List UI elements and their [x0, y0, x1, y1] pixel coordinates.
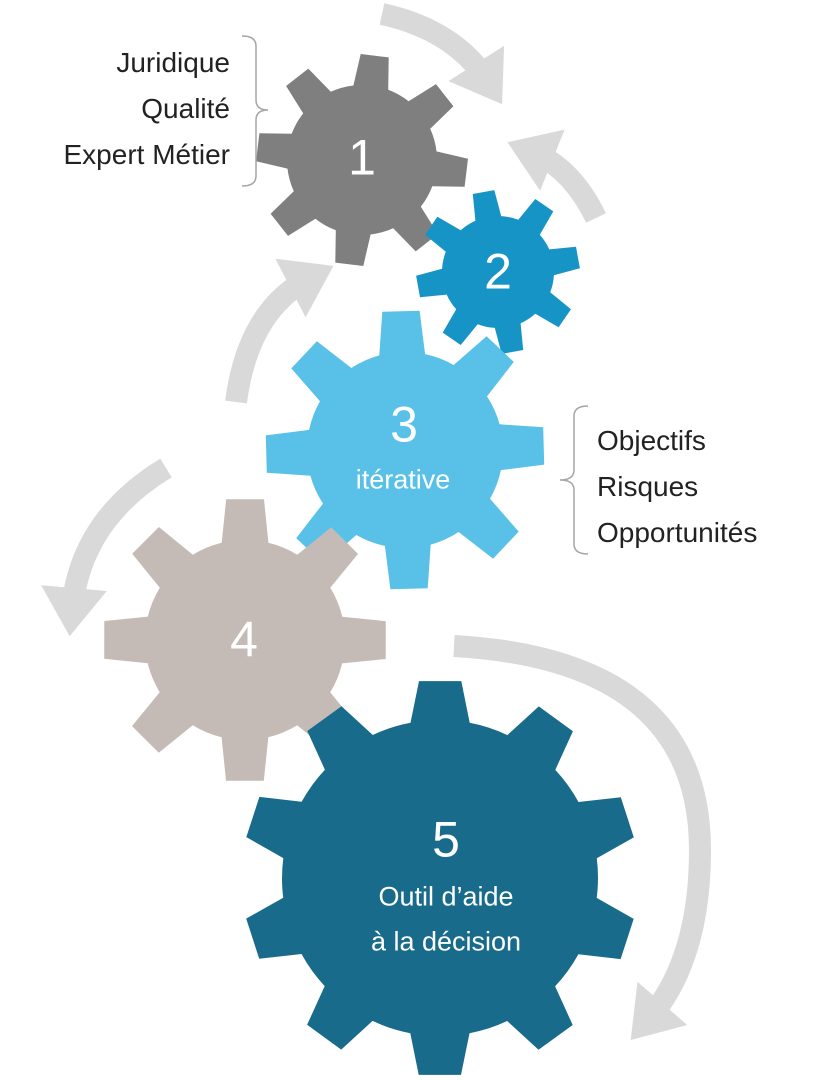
gear-5-number: 5: [432, 811, 460, 868]
list-item-opportunites: Opportunités: [597, 517, 758, 548]
arrow-4-loop: [41, 458, 172, 637]
right-list: Objectifs Risques Opportunités: [597, 418, 757, 556]
arrow-2-to-1: [507, 129, 606, 223]
left-bracket: [241, 35, 269, 187]
left-list: Juridique Qualité Expert Métier: [64, 40, 231, 178]
gear-2-number: 2: [484, 243, 512, 300]
list-item-risques: Risques: [597, 471, 699, 502]
list-item-objectifs: Objectifs: [597, 425, 706, 456]
arrow-5-loop: [453, 635, 712, 1040]
gear-5-icon: [246, 681, 634, 1075]
arrow-1-to-2: [379, 3, 505, 105]
gear-1-number: 1: [348, 129, 376, 186]
gear-3-caption: itérative: [355, 464, 451, 495]
gear-4-icon: [104, 499, 386, 781]
list-item-expert-metier: Expert Métier: [63, 139, 231, 170]
list-item-juridique: Juridique: [116, 47, 230, 78]
gear-1-icon: [256, 54, 468, 266]
arrow-3-to-2: [225, 258, 334, 404]
gear-5-caption-line1: Outil d’aide: [378, 881, 514, 912]
gear-5-caption-line2: à la décision: [370, 926, 522, 957]
gear-4-number: 4: [230, 611, 258, 668]
gear-2-icon: [416, 190, 580, 354]
right-bracket: [559, 405, 589, 555]
cycle-arrows: [41, 3, 712, 1040]
gear-3-number: 3: [390, 396, 418, 453]
gear-3-icon: [265, 310, 545, 590]
list-item-qualite: Qualité: [141, 93, 230, 124]
